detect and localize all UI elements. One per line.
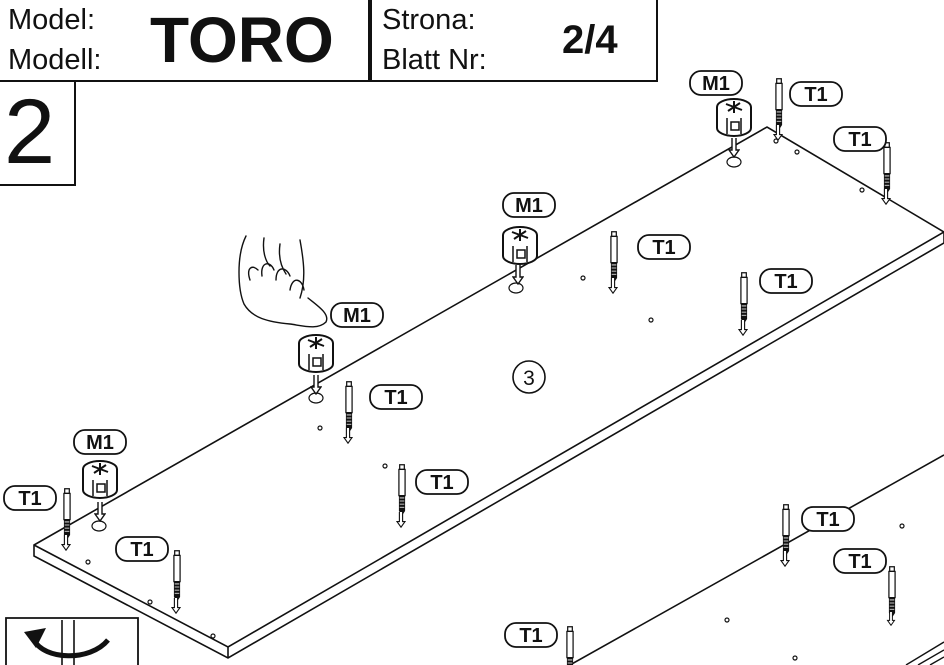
part-label-text: M1 [702, 73, 730, 95]
panel-main [33, 126, 944, 659]
cam-lock-label-2: M1 [330, 302, 384, 328]
part-label-text: T1 [652, 237, 675, 259]
dowel-label-11: T1 [789, 81, 843, 107]
page-header-box [370, 0, 658, 82]
dowel-label-13: T1 [801, 506, 855, 532]
part-label-text: T1 [519, 625, 542, 647]
page-label-de: Blatt Nr: [382, 44, 487, 76]
dowel-label-10: T1 [759, 268, 813, 294]
dowel-label-15: T1 [504, 622, 558, 648]
model-label-de: Modell: [8, 44, 102, 76]
cam-lock-label-4: M1 [689, 70, 743, 96]
panel-secondary [569, 454, 944, 665]
panel-number: 3 [523, 367, 535, 390]
model-label-pl: Model: [8, 4, 96, 36]
panel-number-marker: 3 [512, 360, 546, 394]
part-label-text: T1 [130, 539, 153, 561]
dowel-11 [566, 626, 574, 665]
part-label-text: T1 [774, 271, 797, 293]
part-label-text: M1 [343, 305, 371, 327]
part-label-text: M1 [86, 432, 114, 454]
dowel-label-14: T1 [833, 548, 887, 574]
dowel-label-12: T1 [833, 126, 887, 152]
dowel-label-6: T1 [115, 536, 169, 562]
part-label-text: M1 [515, 195, 543, 217]
part-label-text: T1 [848, 129, 871, 151]
flip-panel-icon [5, 617, 139, 665]
step-number-box [0, 80, 76, 186]
model-header-box [0, 0, 370, 82]
part-label-text: T1 [848, 551, 871, 573]
dowel-label-5: T1 [3, 485, 57, 511]
part-label-text: T1 [816, 509, 839, 531]
page-label-pl: Strona: [382, 4, 476, 36]
dowel-8 [881, 142, 891, 205]
dowel-9 [780, 504, 790, 567]
dowel-label-7: T1 [369, 384, 423, 410]
step-number: 2 [4, 81, 56, 183]
dowel-10 [886, 566, 896, 626]
dowel-label-9: T1 [637, 234, 691, 260]
model-name: TORO [150, 4, 334, 76]
hand-illustration [238, 235, 328, 328]
part-label-text: T1 [18, 488, 41, 510]
part-label-text: T1 [384, 387, 407, 409]
part-label-text: T1 [430, 472, 453, 494]
dowel-label-8: T1 [415, 469, 469, 495]
cam-lock-label-1: M1 [73, 429, 127, 455]
part-label-text: T1 [804, 84, 827, 106]
cam-lock-label-3: M1 [502, 192, 556, 218]
page-number: 2/4 [562, 18, 618, 62]
